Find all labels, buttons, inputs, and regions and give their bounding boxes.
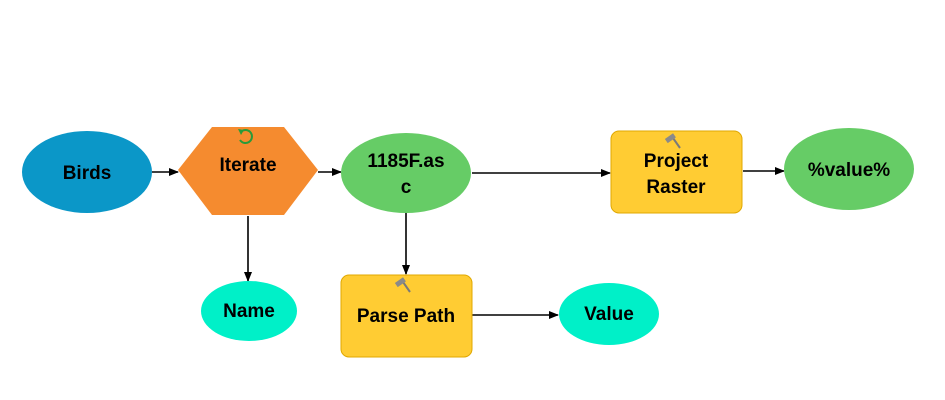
node-project-raster-shape [610,130,743,214]
node-iterate[interactable]: Iterate [178,127,318,215]
node-name-shape [201,281,297,341]
node-birds-shape [22,131,152,213]
node-value-variable[interactable]: %value% [784,128,914,210]
node-iterate-label: Iterate [219,155,276,176]
hammer-tool-icon [664,133,681,149]
node-parse-path-label: Parse Path [357,306,455,327]
node-parse-path-shape [340,274,473,358]
node-parse-path[interactable]: Parse Path [340,274,473,358]
node-value-label: Value [584,304,634,325]
node-value[interactable]: Value [559,283,659,345]
hammer-tool-icon [394,277,411,293]
node-value-shape [559,283,659,345]
iterate-cycle-icon [238,129,253,144]
node-birds[interactable]: Birds [22,131,152,213]
node-project-raster[interactable]: Project Raster [610,130,743,214]
node-iterate-shape [178,127,318,215]
node-name-label: Name [223,301,275,322]
node-file-shape [341,133,471,213]
node-file-label-line1: 1185F.as [367,151,444,172]
node-project-raster-label-line2: Raster [646,177,706,198]
node-project-raster-label-line1: Project [644,151,709,172]
node-file-label-line2: c [401,177,412,198]
node-birds-label: Birds [63,163,112,184]
node-value-variable-shape [784,128,914,210]
node-value-variable-label: %value% [808,160,890,181]
connectors [152,167,785,319]
node-file[interactable]: 1185F.as c [341,133,471,213]
node-name[interactable]: Name [201,281,297,341]
